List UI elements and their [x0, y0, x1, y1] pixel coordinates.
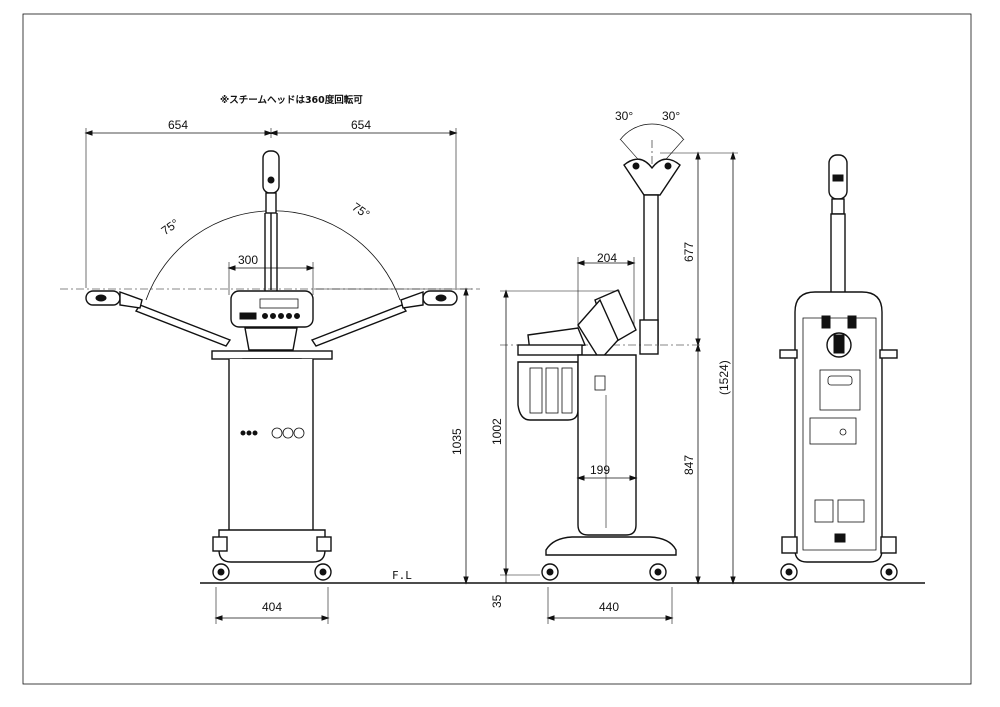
back-view — [779, 154, 898, 581]
dim-arm-right: 654 — [351, 118, 371, 132]
dim-head-angle-right: 30° — [662, 109, 680, 123]
dim-arm-left: 654 — [168, 118, 188, 132]
dim-side-offset: 204 — [597, 251, 617, 265]
dim-upper-height: 677 — [682, 242, 696, 262]
dim-side-base-width: 440 — [599, 600, 619, 614]
front-view — [60, 128, 480, 624]
dim-total-height: (1524) — [717, 360, 731, 395]
dim-wheel-height: 35 — [490, 594, 504, 608]
dim-angle-right: 75° — [349, 200, 372, 222]
dim-side-height: 1002 — [490, 418, 504, 445]
dim-panel-width: 300 — [238, 253, 258, 267]
dim-lower-height: 847 — [682, 455, 696, 475]
dim-front-base-width: 404 — [262, 600, 282, 614]
side-view — [500, 123, 738, 624]
dim-angle-left: 75° — [159, 216, 182, 238]
drawing-frame — [22, 13, 972, 685]
dim-column-depth: 199 — [590, 463, 610, 477]
floor-label: F.L — [392, 569, 412, 582]
dim-head-angle-left: 30° — [615, 109, 633, 123]
dim-front-height: 1035 — [450, 428, 464, 455]
note-text: ※スチームヘッドは360度回転可 — [220, 94, 363, 106]
